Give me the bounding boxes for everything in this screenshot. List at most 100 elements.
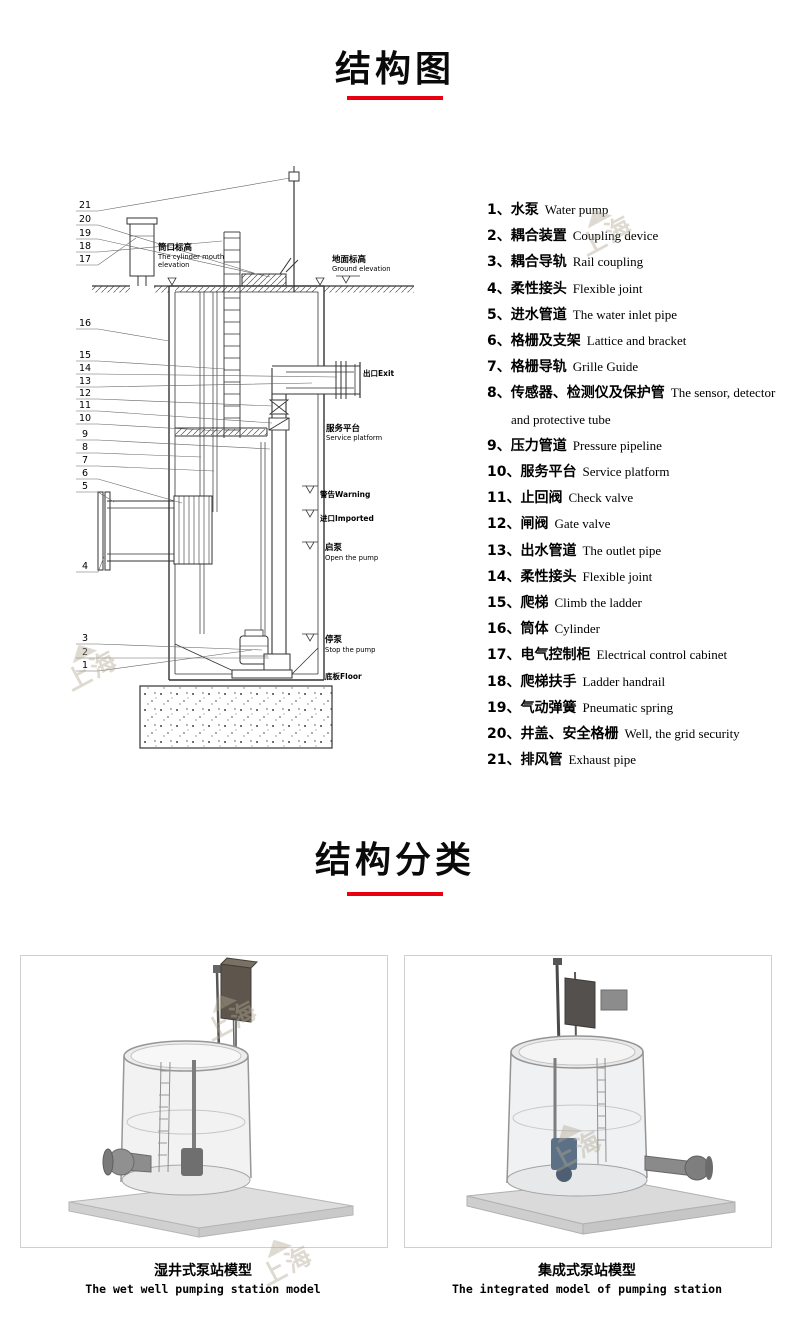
legend-en: Flexible joint xyxy=(582,568,653,584)
svg-text:17: 17 xyxy=(79,254,91,265)
legend-zh: 止回阀 xyxy=(520,490,563,507)
legend-en: The outlet pipe xyxy=(582,542,662,558)
legend-num: 20、 xyxy=(487,726,521,743)
title-underline xyxy=(347,96,443,100)
legend-en: Gate valve xyxy=(554,516,611,532)
legend-num: 18、 xyxy=(487,673,521,690)
exit-label: 出口Exit xyxy=(363,368,395,378)
legend-item: 13、出水管道 The outlet pipe xyxy=(487,538,787,564)
legend-num: 14、 xyxy=(487,568,521,585)
legend-num: 13、 xyxy=(487,542,521,559)
legend-zh: 出水管道 xyxy=(520,542,577,559)
outlet-pipe xyxy=(272,361,361,399)
legend-zh: 爬梯扶手 xyxy=(520,673,577,690)
legend-en: Pressure pipeline xyxy=(572,437,662,453)
legend-zh: 筒体 xyxy=(520,621,549,638)
legend-num: 21、 xyxy=(487,752,521,769)
svg-text:2: 2 xyxy=(82,647,88,658)
cylinder xyxy=(506,1035,648,1197)
tank-cylinder xyxy=(168,285,325,681)
svg-text:Open the pump: Open the pump xyxy=(325,554,378,562)
legend-zh: 电气控制柜 xyxy=(520,647,591,664)
exhaust-pipe xyxy=(288,166,300,292)
svg-text:9: 9 xyxy=(82,429,88,440)
warning-level-label: 警告Warning xyxy=(320,489,370,499)
inlet-pipe xyxy=(97,491,175,571)
legend-item: 16、筒体 Cylinder xyxy=(487,616,787,642)
legend-en: Coupling device xyxy=(572,228,659,244)
pressure-pipeline xyxy=(271,368,287,658)
internals xyxy=(551,1057,607,1182)
svg-text:18: 18 xyxy=(79,241,91,252)
svg-text:11: 11 xyxy=(79,400,91,411)
legend-zh: 格栅导轨 xyxy=(510,359,567,376)
legend-en: Check valve xyxy=(568,490,634,506)
legend-en: Cylinder xyxy=(554,621,600,637)
svg-text:19: 19 xyxy=(79,228,91,239)
legend-en: Electrical control cabinet xyxy=(596,647,728,663)
control-cabinet xyxy=(564,977,628,1029)
imported-level-label: 进口Imported xyxy=(320,513,374,523)
legend-zh: 格栅及支架 xyxy=(510,333,581,350)
legend-num: 11、 xyxy=(487,490,521,507)
leader-lines xyxy=(76,177,338,672)
callout-numbers: 21 20 19 18 17 16 15 14 13 12 11 10 9 8 … xyxy=(79,200,91,671)
legend-zh: 耦合导轨 xyxy=(510,254,567,271)
legend-en: Climb the ladder xyxy=(554,595,642,611)
legend-zh: 闸阀 xyxy=(520,516,549,533)
legend-num: 6、 xyxy=(487,333,511,350)
ground-line xyxy=(92,285,414,293)
legend-num: 5、 xyxy=(487,306,511,323)
svg-text:13: 13 xyxy=(79,376,91,387)
service-platform-label: 服务平台 xyxy=(326,423,361,434)
check-valve xyxy=(268,417,290,431)
legend-en: Ladder handrail xyxy=(582,673,666,689)
svg-text:20: 20 xyxy=(79,214,91,225)
svg-text:4: 4 xyxy=(82,561,88,572)
legend-num: 3、 xyxy=(487,254,511,271)
svg-text:Ground elevation: Ground elevation xyxy=(332,265,391,273)
legend-zh: 柔性接头 xyxy=(520,568,577,585)
legend-num: 2、 xyxy=(487,228,511,245)
svg-text:7: 7 xyxy=(82,455,88,466)
svg-text:15: 15 xyxy=(79,350,91,361)
legend-en: The sensor, detector and protective tube xyxy=(511,385,776,427)
legend-zh: 水泵 xyxy=(510,202,539,218)
svg-text:12: 12 xyxy=(79,388,91,399)
level-marks xyxy=(167,275,360,642)
legend-item: 14、柔性接头 Flexible joint xyxy=(487,564,787,590)
floor-label: 底板Floor xyxy=(325,671,362,681)
legend-num: 9、 xyxy=(487,437,511,454)
legend-en: Exhaust pipe xyxy=(568,752,636,768)
legend-zh: 进水管道 xyxy=(510,306,567,323)
cylinder-mouth-label: 筒口标高 xyxy=(158,242,193,253)
legend-num: 19、 xyxy=(487,699,521,716)
legend-num: 16、 xyxy=(487,621,521,638)
legend-num: 4、 xyxy=(487,280,511,297)
legend-num: 10、 xyxy=(487,464,521,481)
legend-en: Service platform xyxy=(582,464,670,480)
caption-en: The integrated model of pumping station xyxy=(451,1282,723,1296)
pump-on-level-label: 启泵 xyxy=(325,542,343,553)
caption-wet-well: 湿井式泵站模型 The wet well pumping station mod… xyxy=(20,1260,386,1296)
gate-valve xyxy=(268,399,290,415)
control-cabinet xyxy=(219,957,259,1052)
svg-text:10: 10 xyxy=(79,413,91,424)
integrated-model-render xyxy=(466,958,736,1235)
pumping-station-structure-diagram: 21 20 19 18 17 16 15 14 13 12 11 10 9 8 … xyxy=(76,166,414,749)
svg-text:6: 6 xyxy=(82,468,88,479)
